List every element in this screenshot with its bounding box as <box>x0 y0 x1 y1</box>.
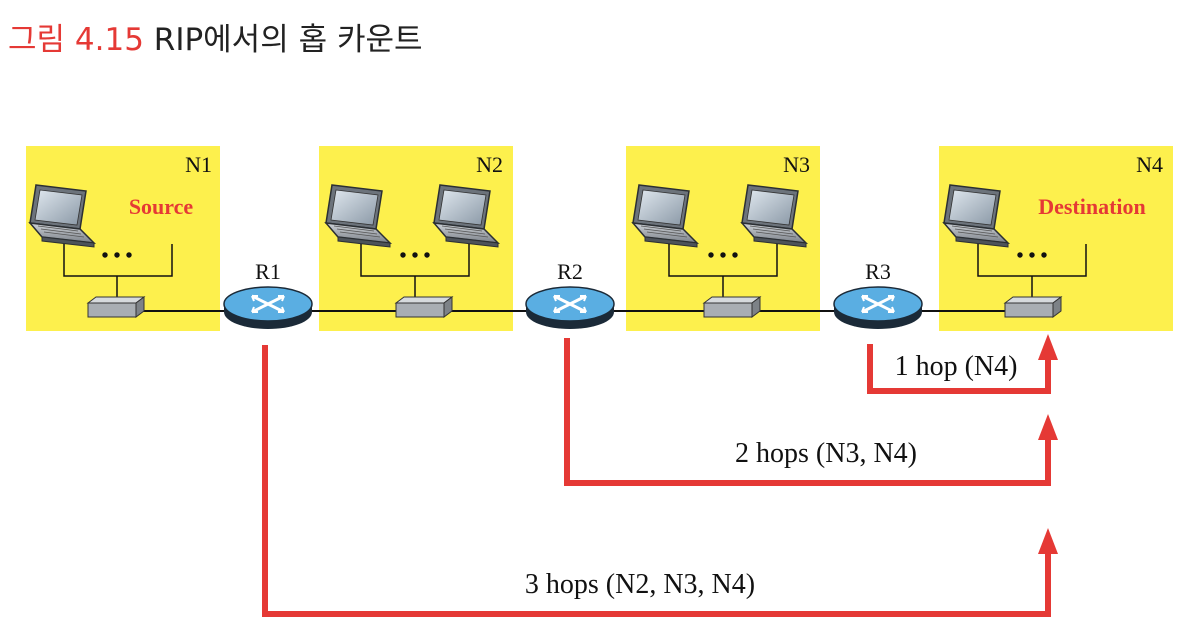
hop-label: 2 hops (N3, N4) <box>735 438 917 469</box>
network-n1: N1 Source • • • <box>26 146 226 331</box>
hop-label: 3 hops (N2, N3, N4) <box>525 569 755 600</box>
network-name: N2 <box>476 152 503 177</box>
router-r2: R2 <box>524 259 616 331</box>
arrow-head-icon <box>1038 414 1058 440</box>
ellipsis: • • • <box>1016 245 1047 267</box>
router-name: R2 <box>557 259 583 284</box>
figure-title: RIP에서의 홉 카운트 <box>153 22 423 58</box>
arrow-head-icon <box>1038 334 1058 360</box>
arrow-head-icon <box>1038 528 1058 554</box>
hop-path-2: 2 hops (N3, N4) <box>564 338 1058 486</box>
hop-path-1: 1 hop (N4) <box>867 334 1058 394</box>
switch-icon <box>1004 296 1062 318</box>
network-name: N3 <box>783 152 810 177</box>
ellipsis: • • • <box>399 245 430 267</box>
hop-path-3: 3 hops (N2, N3, N4) <box>262 345 1058 617</box>
switch-icon <box>703 296 761 318</box>
router-icon <box>222 285 314 331</box>
router-r3: R3 <box>832 259 924 331</box>
figure-label: 그림 4.15 <box>8 22 144 58</box>
router-r1: R1 <box>222 259 314 331</box>
network-name: N4 <box>1136 152 1163 177</box>
router-name: R3 <box>865 259 891 284</box>
switch-icon <box>87 296 145 318</box>
source-label: Source <box>129 194 194 219</box>
hop-label: 1 hop (N4) <box>895 351 1018 382</box>
router-icon <box>832 285 924 331</box>
switch-icon <box>395 296 453 318</box>
ellipsis: • • • <box>101 245 132 267</box>
destination-label: Destination <box>1038 194 1146 219</box>
ellipsis: • • • <box>707 245 738 267</box>
figure-caption: 그림 4.15 RIP에서의 홉 카운트 <box>8 20 423 60</box>
network-n3: N3 • • • <box>615 146 834 331</box>
router-icon <box>524 285 616 331</box>
network-n2: N2 • • • <box>312 146 525 331</box>
router-name: R1 <box>255 259 281 284</box>
network-n4: N4 Destination • • • <box>922 146 1173 331</box>
network-name: N1 <box>185 152 212 177</box>
